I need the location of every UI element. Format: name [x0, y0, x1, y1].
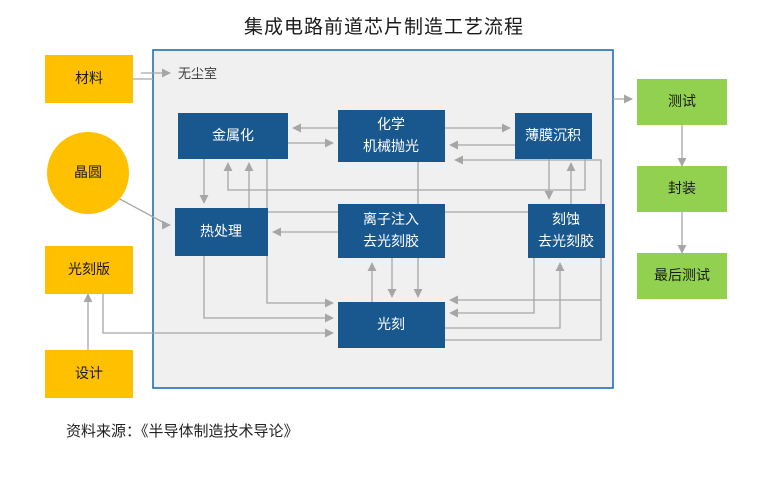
node-design[interactable] [45, 350, 133, 398]
page-title: 集成电路前道芯片制造工艺流程 [243, 17, 524, 38]
node-etch-strip[interactable] [528, 204, 605, 258]
node-ion-implant-strip-label-line1: 离子注入 [363, 211, 419, 228]
node-test[interactable] [637, 79, 727, 125]
node-metallization-label: 金属化 [212, 128, 254, 144]
node-packaging-label: 封装 [668, 181, 696, 197]
node-wafer-label: 晶圆 [74, 166, 102, 181]
node-photolithography[interactable] [338, 302, 445, 348]
process-group: 金属化 化学 机械抛光 薄膜沉积 热处理 离子注入 去光刻胶 刻蚀 去光刻胶 光… [175, 110, 605, 348]
node-final-test-label: 最后测试 [654, 268, 710, 284]
node-metallization[interactable] [178, 113, 288, 159]
connector-etch-to-litho [449, 258, 535, 318]
node-test-label: 测试 [668, 94, 696, 110]
node-thin-film-deposition-label: 薄膜沉积 [525, 128, 581, 144]
backend-group: 测试 封装 最后测试 [637, 79, 727, 299]
connector-group [83, 78, 687, 350]
connector-wafer-to-thermal [117, 197, 171, 230]
node-final-test[interactable] [637, 253, 727, 299]
node-cmp[interactable] [338, 110, 445, 162]
node-photolithography-label: 光刻 [377, 317, 405, 333]
node-material[interactable] [45, 55, 133, 103]
node-design-label: 设计 [75, 366, 103, 382]
node-ion-implant-strip[interactable] [338, 204, 445, 258]
node-thin-film-deposition[interactable] [515, 113, 592, 159]
node-material-label: 材料 [75, 71, 103, 87]
node-thermal-treatment[interactable] [175, 208, 268, 256]
node-ion-implant-strip-label-line2: 去光刻胶 [363, 233, 419, 250]
node-etch-strip-label-line2: 去光刻胶 [538, 233, 594, 250]
connector-thermal-to-litho [203, 256, 334, 323]
node-wafer[interactable] [47, 132, 129, 214]
node-etch-strip-label-line1: 刻蚀 [552, 212, 580, 228]
node-packaging[interactable] [637, 166, 727, 212]
source-caption: 资料来源：《半导体制造技术导论》 [66, 424, 299, 440]
connector-litho-to-etch [445, 262, 565, 329]
node-photomask[interactable] [45, 246, 133, 294]
node-photomask-label: 光刻版 [68, 262, 110, 278]
cleanroom-label: 无尘室 [178, 66, 217, 81]
connector-metallization-to-litho [266, 158, 334, 308]
inputs-group: 材料 晶圆 光刻版 设计 [45, 55, 133, 398]
node-cmp-label-line2: 机械抛光 [363, 139, 419, 155]
node-thermal-treatment-label: 热处理 [200, 224, 242, 240]
connector-photomask-to-litho [102, 294, 334, 338]
connector-deposition-to-thermal-route [223, 158, 586, 191]
node-cmp-label-line1: 化学 [377, 117, 405, 133]
